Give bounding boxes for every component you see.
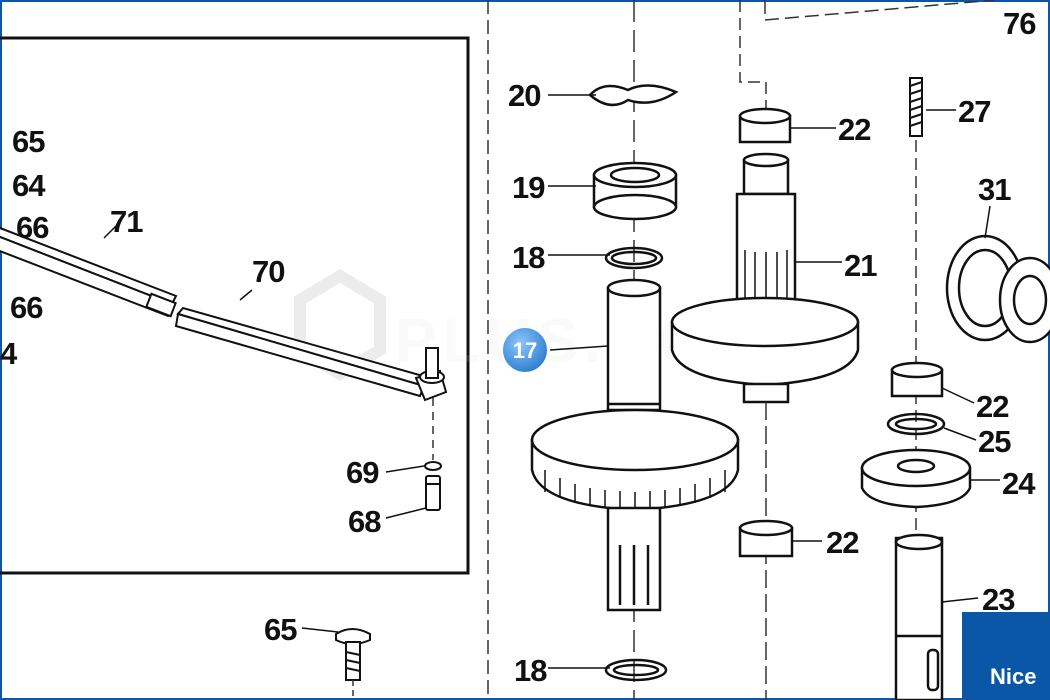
bar-71 xyxy=(0,226,178,318)
label-65-bottom: 65 xyxy=(264,612,297,647)
selected-part-badge[interactable]: 17 xyxy=(501,326,549,374)
label-25: 25 xyxy=(978,424,1011,459)
label-68: 68 xyxy=(348,504,381,539)
gear-21 xyxy=(670,296,860,404)
label-22-right: 22 xyxy=(976,389,1008,424)
circlip-18-top xyxy=(604,246,664,270)
label-23: 23 xyxy=(982,582,1015,617)
leader-76 xyxy=(764,0,996,21)
label-66-bottom: 66 xyxy=(10,290,43,325)
label-65-top: 65 xyxy=(12,124,45,159)
label-22-top: 22 xyxy=(838,112,870,147)
label-71: 71 xyxy=(110,204,143,239)
label-4: 4 xyxy=(0,336,18,371)
selected-part-number: 17 xyxy=(513,338,537,363)
circlip-25 xyxy=(886,412,946,436)
label-76: 76 xyxy=(1003,6,1036,41)
shaft-23 xyxy=(894,533,944,700)
axis-21-top xyxy=(739,0,767,110)
label-19: 19 xyxy=(512,170,545,205)
bearing-19 xyxy=(592,161,678,221)
label-31: 31 xyxy=(978,172,1011,207)
inset-detail-box xyxy=(0,36,470,575)
label-22-bottom: 22 xyxy=(826,525,858,560)
label-70: 70 xyxy=(252,254,284,289)
leader-lines xyxy=(103,94,1000,669)
bar-70 xyxy=(174,306,448,402)
screw-68 xyxy=(425,475,441,511)
spring-pin-27 xyxy=(909,77,923,137)
washer-69 xyxy=(424,461,442,471)
label-27: 27 xyxy=(958,94,990,129)
label-69: 69 xyxy=(346,455,379,490)
label-20: 20 xyxy=(508,78,540,113)
part-labels: 76 20 22 27 19 31 65 64 66 71 18 21 70 6… xyxy=(0,6,1037,688)
brand-name: Nice xyxy=(990,664,1036,689)
label-18-bottom: 18 xyxy=(514,653,547,688)
label-21: 21 xyxy=(844,248,877,283)
bushing-22-bottom xyxy=(738,519,794,558)
bolt-65 xyxy=(335,628,371,681)
bearing-31 xyxy=(945,234,1050,344)
spring-washer-20 xyxy=(588,84,679,107)
label-24: 24 xyxy=(1002,466,1036,501)
label-64: 64 xyxy=(12,168,46,203)
label-18-top: 18 xyxy=(512,240,545,275)
gear-24 xyxy=(860,448,972,509)
bushing-22-right xyxy=(890,361,944,398)
circlip-18-bottom xyxy=(604,658,668,682)
gear-17 xyxy=(530,408,740,612)
brand-logo: Nice xyxy=(962,612,1050,700)
bushing-22-top xyxy=(738,107,792,144)
label-66-top: 66 xyxy=(16,210,49,245)
